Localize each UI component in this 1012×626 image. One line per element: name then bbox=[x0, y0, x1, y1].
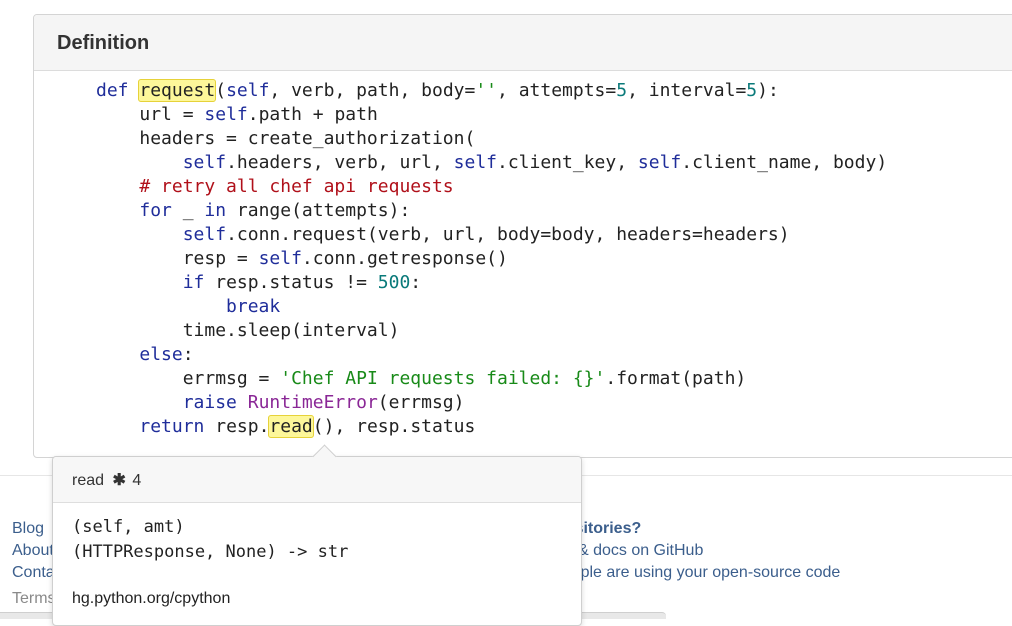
star-icon: ✱ bbox=[112, 472, 126, 489]
code-line: if resp.status != 500: bbox=[182, 272, 422, 293]
panel-title: Definition bbox=[34, 15, 1012, 71]
code-line: headers = create_authorization( bbox=[139, 128, 476, 149]
tooltip-signature: (self, amt) (HTTPResponse, None) -> str bbox=[72, 515, 348, 565]
code-line: for _ in range(attempts): bbox=[139, 200, 411, 221]
tooltip-count: 4 bbox=[132, 472, 142, 489]
definition-panel: Definition def request(self, verb, path,… bbox=[33, 14, 1012, 458]
code-line: errmsg = 'Chef API requests failed: {}'.… bbox=[182, 368, 747, 389]
signature-line: (self, amt) bbox=[72, 517, 185, 537]
footer-link-terms[interactable]: Terms bbox=[12, 590, 56, 607]
code-line: resp = self.conn.getresponse() bbox=[182, 248, 508, 269]
code-line: time.sleep(interval) bbox=[182, 320, 400, 341]
code-line: break bbox=[226, 296, 281, 317]
tooltip-name[interactable]: read bbox=[72, 472, 105, 489]
footer-link-blog[interactable]: Blog bbox=[12, 520, 45, 537]
tooltip-header: read ✱ 4 bbox=[53, 457, 581, 503]
code-line: self.headers, verb, url, self.client_key… bbox=[182, 152, 888, 173]
code-line: raise RuntimeError(errmsg) bbox=[182, 392, 465, 413]
hover-tooltip: read ✱ 4 (self, amt) (HTTPResponse, None)… bbox=[52, 444, 582, 626]
token-request[interactable]: request bbox=[138, 79, 217, 102]
code-line: self.conn.request(verb, url, body=body, … bbox=[182, 224, 790, 245]
code-line: def request(self, verb, path, body='', a… bbox=[96, 79, 779, 102]
tooltip-repo-link[interactable]: hg.python.org/cpython bbox=[72, 590, 231, 607]
code-block: def request(self, verb, path, body='', a… bbox=[96, 79, 887, 439]
token-read[interactable]: read bbox=[268, 415, 314, 438]
code-line: url = self.path + path bbox=[139, 104, 378, 125]
code-line: return resp.read(), resp.status bbox=[139, 415, 476, 438]
code-line: # retry all chef api requests bbox=[139, 176, 454, 197]
code-line: else: bbox=[139, 344, 194, 365]
footer-link-about[interactable]: About bbox=[12, 542, 54, 559]
signature-line: (HTTPResponse, None) -> str bbox=[72, 542, 349, 562]
